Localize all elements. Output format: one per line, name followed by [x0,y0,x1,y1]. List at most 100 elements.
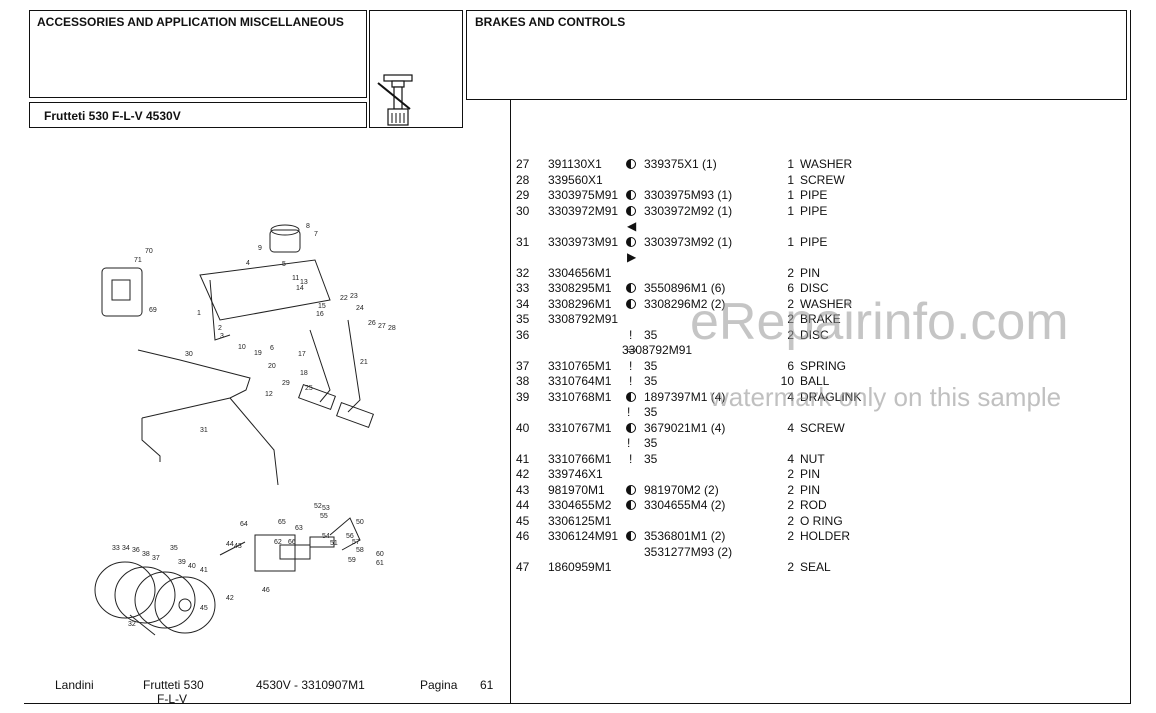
replacement: 3303972M92 (1) [644,204,774,235]
quantity: 2 [787,467,794,481]
replacement: 1897397M1 (4)35 [644,390,774,421]
part-number: 3310765M1 [548,358,612,373]
svg-text:7: 7 [314,231,318,238]
svg-text:33: 33 [112,545,120,552]
svg-text:61: 61 [376,560,384,567]
ref-number: 29 [516,188,530,202]
description: SCREW [800,172,845,187]
ref-number: 45 [516,513,530,528]
quantity: 2 [787,482,794,497]
svg-text:29: 29 [282,380,290,387]
quantity: 1 [787,172,794,187]
svg-text:43: 43 [234,543,242,550]
symbol: !⇨ [622,328,644,359]
half-circle-icon [626,422,636,433]
quantity: 2 [787,529,794,543]
replacement: 981970M2 (2) [644,483,774,499]
replacement: 3536801M1 (2) 3531277M93 (2) [644,529,774,560]
symbol-text: ! [629,374,633,388]
part-number: 3308295M1 [548,281,612,295]
footer-page-label: Pagina [420,678,458,692]
description: WASHER [800,296,853,311]
symbol: ◀ [622,204,644,235]
part-number: 3308792M91 [548,312,619,326]
ref-number: 42 [516,467,530,481]
ref-number: 38 [516,374,530,388]
ref-number: 32 [516,265,530,280]
quantity: 2 [787,296,794,311]
footer-page-number: 61 [480,678,494,692]
svg-text:65: 65 [278,519,286,526]
ref-number: 36 [516,327,530,342]
svg-text:15: 15 [318,303,326,310]
svg-text:60: 60 [376,551,384,558]
description: PIPE [800,203,828,218]
quantity: 1 [787,157,794,171]
ref-number: 28 [516,172,530,187]
sub-symbol: ⇨ [627,343,638,357]
half-circle-icon [626,484,636,495]
svg-text:32: 32 [128,621,136,628]
footer-model-line2: F-L-V [157,692,187,706]
section-box: BRAKES AND CONTROLS [466,10,1127,100]
icon-box [369,10,463,128]
ref-number: 43 [516,482,530,497]
svg-text:26: 26 [368,320,376,327]
footer-code: 4530V - 3310907M1 [256,678,365,692]
svg-text:11: 11 [292,275,299,282]
replacement: 35 [644,359,774,375]
quantity: 4 [787,420,794,435]
symbol [622,312,644,328]
half-circle-icon [626,236,636,247]
svg-text:42: 42 [226,595,234,602]
svg-text:54: 54 [322,533,330,540]
ref-number: 41 [516,451,530,466]
svg-text:20: 20 [268,363,276,370]
ref-number: 47 [516,560,530,574]
svg-text:25: 25 [305,385,313,392]
symbol: ! [622,374,644,390]
svg-text:70: 70 [145,248,153,255]
replacement: 3303973M92 (1) [644,235,774,266]
section-title: BRAKES AND CONTROLS [475,15,626,29]
symbol [622,188,644,204]
description: SCREW [800,420,845,435]
symbol [622,157,644,173]
category-box: ACCESSORIES AND APPLICATION MISCELLANEOU… [29,10,367,98]
svg-text:27: 27 [378,323,386,330]
symbol [622,266,644,282]
quantity: 1 [787,234,794,249]
svg-text:30: 30 [185,351,193,358]
half-circle-icon [626,283,636,293]
replacement-text: 3304655M4 (2) [644,498,726,512]
description: PIN [800,482,821,497]
svg-text:12: 12 [265,391,273,398]
description: NUT [800,451,825,466]
category-title: ACCESSORIES AND APPLICATION MISCELLANEOU… [37,15,344,29]
ref-number: 31 [516,234,530,249]
sub-replacement: 3308792M91 [622,343,693,357]
quantity: 6 [787,281,794,295]
ref-number: 46 [516,529,530,543]
svg-text:45: 45 [200,605,208,612]
svg-text:17: 17 [298,351,306,358]
description: BALL [800,374,830,388]
part-number: 3308296M1 [548,296,612,311]
replacement [644,266,774,282]
replacement-text: 1897397M1 (4) [644,389,726,404]
description: BRAKE [800,312,841,326]
part-number: 3306125M1 [548,513,612,528]
right-border [1130,10,1131,704]
half-circle-icon [626,391,636,402]
replacement-text: 3679021M1 (4) [644,420,726,435]
